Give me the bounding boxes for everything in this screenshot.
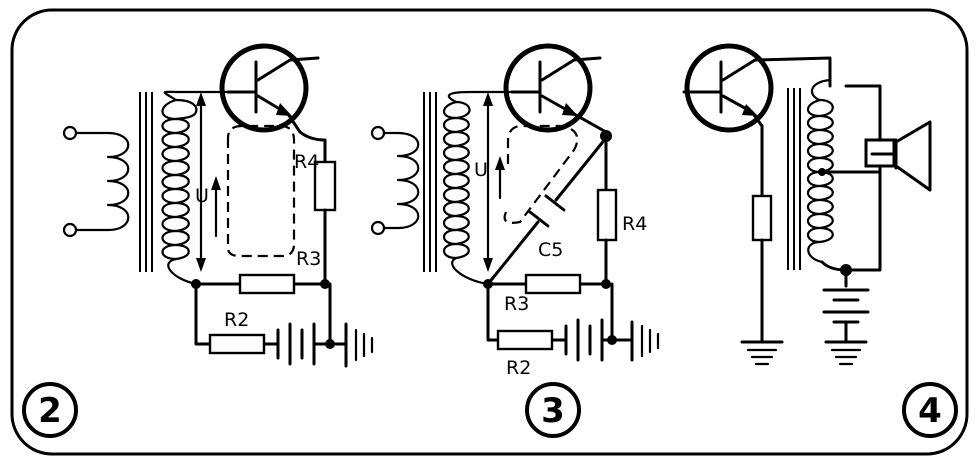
label-u-fig3: U (474, 159, 488, 181)
label-r2-fig2: R2 (224, 309, 249, 331)
secondary-coil-fig3 (442, 90, 514, 286)
figure-number-4: 4 (918, 391, 942, 431)
label-r4-fig3: R4 (622, 213, 647, 235)
capacitor-c5 (528, 194, 566, 228)
ground-fig3 (630, 320, 660, 362)
transformer-core-fig3 (423, 92, 437, 272)
transistor-fig3 (503, 43, 608, 134)
battery-fig4 (822, 288, 870, 324)
label-r4-fig2: R4 (294, 151, 319, 173)
speaker-fig4 (864, 120, 932, 192)
figure-number-2-circle (22, 382, 78, 438)
transistor-fig4 (682, 43, 832, 133)
input-coil-fig3 (370, 125, 420, 236)
transformer-core-fig4 (787, 88, 801, 270)
figure-number-3-circle (525, 382, 581, 438)
figure-number-2: 2 (38, 391, 62, 431)
resistor-r3-fig2 (238, 273, 296, 295)
voltage-arrow-fig2: U (195, 92, 209, 272)
label-u-fig2: U (195, 185, 209, 207)
figure-number-4-circle (902, 382, 958, 438)
resistor-r2-fig3 (496, 329, 554, 351)
ground-fig2 (344, 322, 374, 368)
figure-2: U R4 R3 R2 2 (22, 43, 374, 438)
transformer-core (139, 92, 153, 272)
battery-fig2 (276, 322, 316, 366)
transistor-fig2 (219, 43, 320, 134)
label-r3-fig2: R3 (296, 248, 321, 270)
figure-3: U C5 R4 R3 R2 (370, 43, 660, 438)
resistor-r4-fig3 (596, 188, 618, 242)
voltage-arrow-fig3: U (474, 92, 493, 272)
ground-right-fig4 (824, 340, 868, 366)
output-coil-fig4 (806, 78, 848, 272)
ground-left-fig4 (740, 340, 784, 366)
resistor-base-fig4 (751, 194, 773, 242)
figure-4: 4 (682, 43, 958, 438)
figure-number-3: 3 (541, 391, 565, 431)
current-loop-dashed (226, 124, 296, 258)
battery-fig3 (564, 318, 604, 362)
label-r3-fig3: R3 (504, 293, 529, 315)
label-r2-fig3: R2 (506, 357, 531, 379)
resistor-r3-fig3 (524, 273, 582, 295)
secondary-coil (161, 90, 230, 286)
diagram-frame (10, 8, 969, 456)
current-loop-dashed-fig3 (503, 124, 579, 224)
resistor-r2-fig2 (208, 333, 266, 355)
input-coil (62, 125, 130, 238)
label-c5: C5 (538, 239, 563, 261)
